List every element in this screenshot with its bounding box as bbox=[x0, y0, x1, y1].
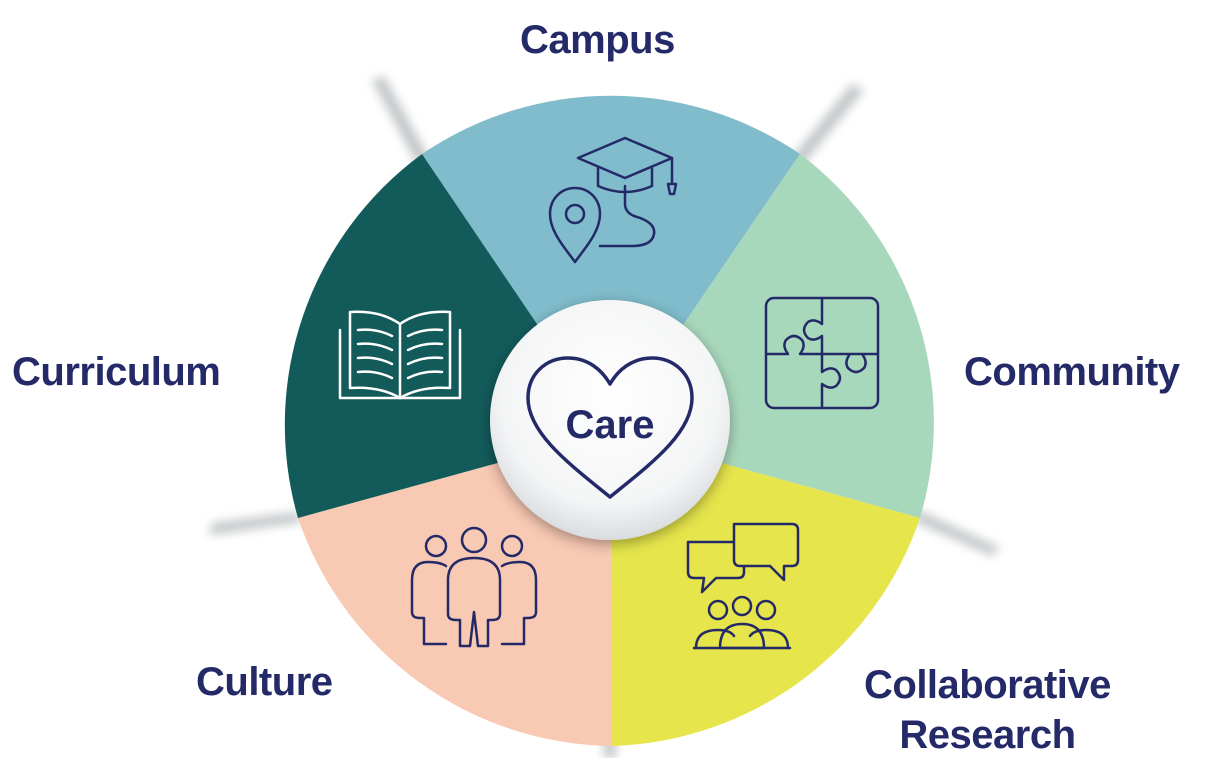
label-collaborative-line1: Collaborative bbox=[864, 663, 1111, 707]
label-community: Community bbox=[964, 350, 1180, 394]
label-collaborative-line2: Research bbox=[899, 713, 1076, 757]
puzzle-icon bbox=[764, 296, 880, 410]
open-book-icon bbox=[338, 310, 462, 400]
chat-group-icon bbox=[686, 522, 800, 650]
label-collaborative-research: Collaborative Research bbox=[864, 660, 1111, 760]
heart-icon bbox=[526, 356, 694, 499]
label-curriculum: Curriculum bbox=[12, 350, 221, 394]
graduation-cap-location-icon bbox=[548, 136, 678, 264]
people-group-icon bbox=[410, 526, 538, 648]
segment-campus bbox=[422, 95, 800, 433]
label-culture: Culture bbox=[196, 660, 333, 704]
center-label: Care bbox=[566, 403, 655, 447]
label-campus: Campus bbox=[520, 18, 675, 62]
